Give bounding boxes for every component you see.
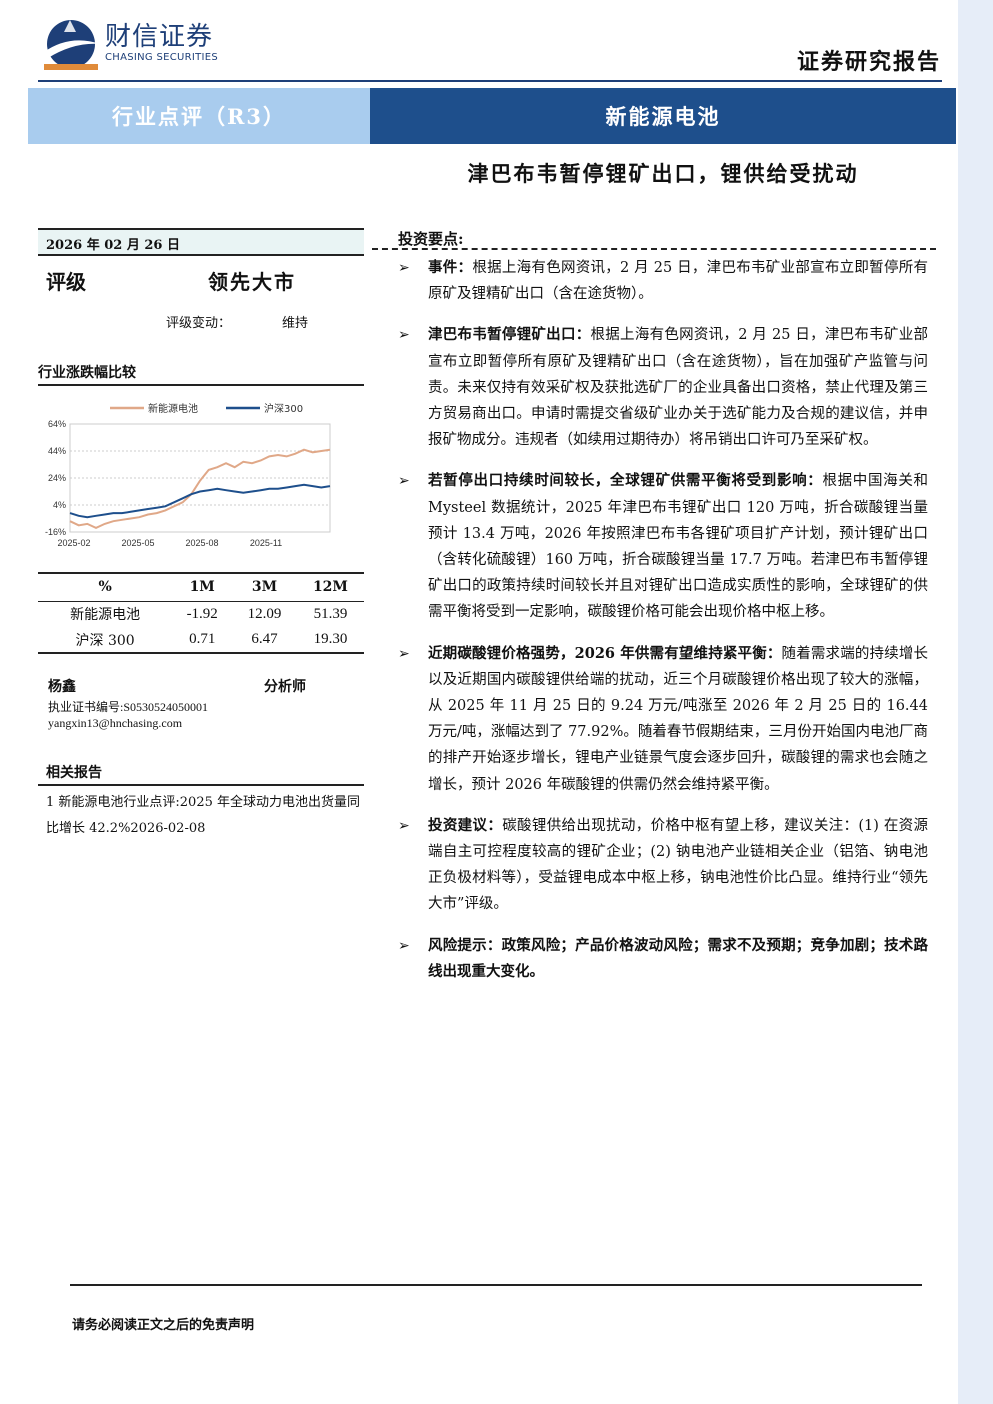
key-points-list: ➢ 事件：根据上海有色网资讯，2 月 25 日，津巴布韦矿业部宣布立即暂停所有原… xyxy=(398,255,928,1000)
analyst-role: 分析师 xyxy=(264,679,306,695)
table-row: 沪深 300 0.71 6.47 19.30 xyxy=(38,627,364,654)
bullet-text: 碳酸锂供给出现扰动，价格中枢有望上移，建议关注：(1) 在资源端自主可控程度较高… xyxy=(428,817,928,913)
performance-table: % 1M 3M 12M 新能源电池 -1.92 12.09 51.39 沪深 3… xyxy=(38,572,364,654)
arrow-bullet-icon: ➢ xyxy=(398,937,410,954)
report-type: 证券研究报告 xyxy=(796,49,941,75)
table-row: 新能源电池 -1.92 12.09 51.39 xyxy=(38,601,364,627)
rating-change-value: 维持 xyxy=(282,316,309,331)
bullet-text: 随着需求端的持续增长以及近期国内碳酸锂供给端的扰动，近三个月碳酸锂价格出现了较大… xyxy=(428,645,929,793)
list-item: ➢ 投资建议：碳酸锂供给出现扰动，价格中枢有望上移，建议关注：(1) 在资源端自… xyxy=(398,813,928,918)
analyst-name: 杨鑫 xyxy=(48,679,76,695)
table-cell: 19.30 xyxy=(296,627,364,654)
footer-disclaimer: 请务必阅读正文之后的免责声明 xyxy=(72,1318,255,1333)
x-tick-label: 2025-02 xyxy=(57,538,90,548)
arrow-bullet-icon: ➢ xyxy=(398,645,410,662)
y-tick-label: 24% xyxy=(48,473,66,483)
list-item: ➢ 事件：根据上海有色网资讯，2 月 25 日，津巴布韦矿业部宣布立即暂停所有原… xyxy=(398,255,928,307)
list-item: ➢ 风险提示：政策风险；产品价格波动风险；需求不及预期；竞争加剧；技术路线出现重… xyxy=(398,933,928,985)
report-date: 2026 年 02 月 26 日 xyxy=(38,228,364,254)
bullet-text: 根据上海有色网资讯，2 月 25 日，津巴布韦矿业部宣布立即暂停所有原矿及锂精矿… xyxy=(428,260,928,303)
brand-name-en: CHASING SECURITIES xyxy=(105,52,219,63)
table-cell-name: 新能源电池 xyxy=(70,607,141,624)
list-item: ➢ 若暂停出口持续时间较长，全球锂矿供需平衡将受到影响：根据中国海关和 Myst… xyxy=(398,468,928,625)
bullet-title: 若暂停出口持续时间较长，全球锂矿供需平衡将受到影响： xyxy=(428,472,823,490)
chart-series xyxy=(69,448,331,530)
arrow-bullet-icon: ➢ xyxy=(398,327,410,344)
legend-label: 沪深300 xyxy=(264,402,303,415)
table-cell-name: 沪深 300 xyxy=(38,627,173,654)
analyst-cert: 执业证书编号:S0530524050001 xyxy=(48,700,209,714)
header-rule xyxy=(38,80,942,82)
date-rule xyxy=(38,254,364,256)
table-cell: 6.47 xyxy=(232,627,297,654)
industry-name: 新能源电池 xyxy=(370,88,956,144)
y-tick-label: 64% xyxy=(48,419,66,429)
bullet-text: 根据上海有色网资讯，2 月 25 日，津巴布韦矿业部宣布立即暂停所有原矿及锂精矿… xyxy=(428,327,928,449)
table-header-row: % 1M 3M 12M xyxy=(38,572,364,602)
table-header: 12M xyxy=(296,572,364,602)
y-tick-label: -16% xyxy=(45,527,66,537)
chart-grid xyxy=(69,423,331,533)
y-tick-label: 4% xyxy=(53,500,66,510)
logo-emblem-icon xyxy=(44,20,100,70)
bullet-title: 近期碳酸锂价格强势，2026 年供需有望维持紧平衡： xyxy=(428,644,782,662)
related-rule xyxy=(38,784,364,786)
table-cell: 0.71 xyxy=(172,627,233,654)
list-item: ➢ 津巴布韦暂停锂矿出口：根据上海有色网资讯，2 月 25 日，津巴布韦矿业部宣… xyxy=(398,322,928,453)
analyst-email[interactable]: yangxin13@hnchasing.com xyxy=(48,716,183,730)
list-item: ➢ 近期碳酸锂价格强势，2026 年供需有望维持紧平衡：随着需求端的持续增长以及… xyxy=(398,641,928,798)
bullet-title: 投资建议： xyxy=(428,816,503,834)
chart-section-title: 行业涨跌幅比较 xyxy=(38,365,136,381)
bullet-text: 政策风险；产品价格波动风险；需求不及预期；竞争加剧；技术路线出现重大变化。 xyxy=(428,936,928,980)
arrow-bullet-icon: ➢ xyxy=(398,260,410,276)
footer-rule xyxy=(70,1284,922,1286)
chart-legend: 新能源电池 沪深300 xyxy=(110,402,303,415)
arrow-bullet-icon: ➢ xyxy=(398,473,410,490)
arrow-bullet-icon: ➢ xyxy=(398,817,410,834)
series-line xyxy=(69,483,331,519)
x-tick-label: 2025-05 xyxy=(121,538,154,548)
x-tick-label: 2025-08 xyxy=(185,538,218,548)
rating-label: 评级 xyxy=(46,270,86,294)
y-tick-label: 44% xyxy=(48,446,66,456)
legend-label: 新能源电池 xyxy=(148,402,198,415)
side-strip xyxy=(958,0,993,1404)
table-header: 3M xyxy=(232,572,297,602)
series-line xyxy=(69,448,331,530)
report-category: 行业点评（R3） xyxy=(28,88,370,144)
related-report-item[interactable]: 1 新能源电池行业点评:2025 年全球动力电池出货量同比增长 42.2%202… xyxy=(46,795,360,836)
bullet-title: 风险提示： xyxy=(428,936,502,954)
key-points-title: 投资要点: xyxy=(398,230,464,248)
company-logo: 财信证券 CHASING SECURITIES xyxy=(40,14,230,74)
bullet-title: 事件： xyxy=(428,259,473,276)
related-reports-title: 相关报告 xyxy=(46,765,102,781)
chart-x-ticks: 2025-02 2025-05 2025-08 2025-11 xyxy=(57,538,282,548)
bullet-title: 津巴布韦暂停锂矿出口： xyxy=(428,326,591,344)
brand-name: 财信证券 xyxy=(105,22,214,52)
rating-value: 领先大市 xyxy=(208,270,296,294)
chart-section-rule xyxy=(38,384,364,386)
key-points-rule xyxy=(372,248,936,250)
bullet-text: 根据中国海关和 Mysteel 数据统计，2025 年津巴布韦锂矿出口 120 … xyxy=(428,473,928,621)
table-cell: 12.09 xyxy=(247,605,282,622)
x-tick-label: 2025-11 xyxy=(250,538,282,548)
table-header: 1M xyxy=(172,572,233,602)
rating-change-label: 评级变动： xyxy=(166,316,232,331)
table-header: % xyxy=(38,572,173,602)
table-cell: -1.92 xyxy=(186,605,218,622)
report-headline: 津巴布韦暂停锂矿出口，锂供给受扰动 xyxy=(467,161,859,186)
table-cell: 51.39 xyxy=(313,605,348,622)
chart-y-ticks: 64% 44% 24% 4% -16% xyxy=(45,419,66,537)
